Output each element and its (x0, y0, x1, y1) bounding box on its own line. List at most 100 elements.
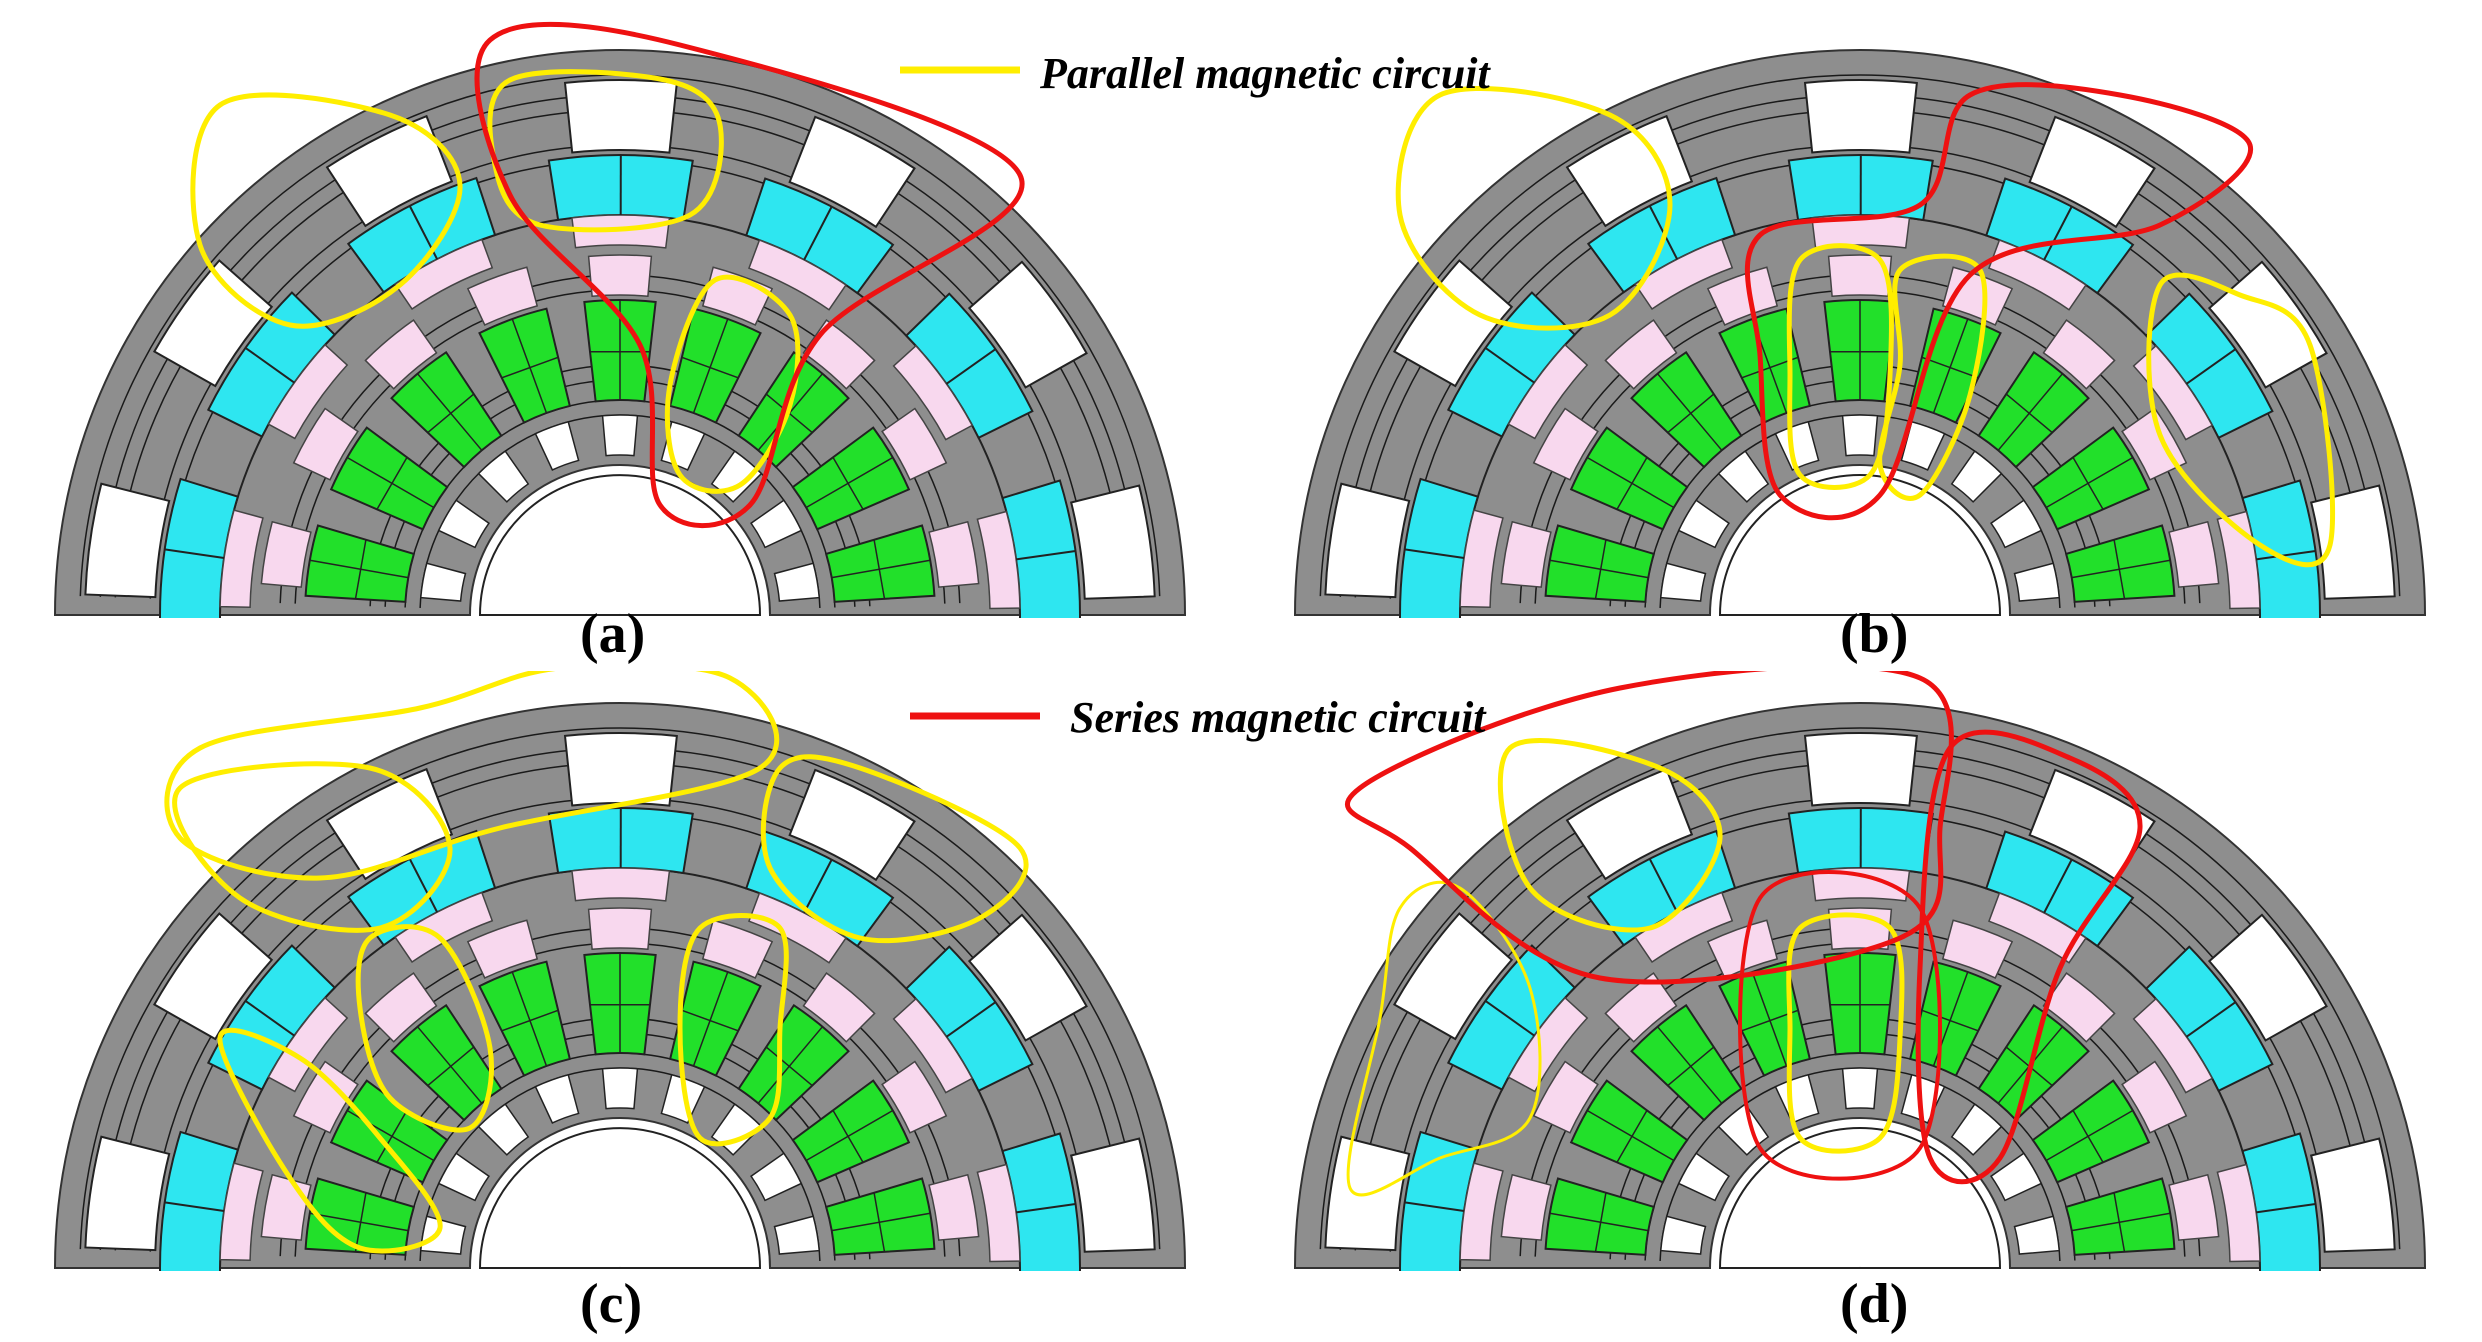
shaft-bore (478, 474, 762, 616)
magnet-divider (2255, 549, 2316, 561)
magnet-divider (408, 858, 439, 913)
coil-divider (346, 456, 435, 509)
inner-slot (419, 1215, 467, 1255)
pole-piece (892, 997, 974, 1094)
coil-divider (757, 1026, 824, 1104)
magnet-divider (2043, 206, 2073, 261)
inner-slot (1841, 1067, 1879, 1110)
coil-divider (765, 1046, 813, 1087)
coil-divider (831, 1212, 931, 1232)
parallel-loop (664, 274, 801, 494)
coil-divider (2072, 456, 2104, 510)
outer-slot (563, 79, 678, 154)
rotor-tooth (1500, 1173, 1552, 1241)
outer-slot (84, 1135, 171, 1252)
rotor-tooth (802, 972, 876, 1043)
outer-slot (1803, 79, 1918, 154)
outer-slot (1392, 259, 1514, 388)
series-loop (1915, 729, 2143, 1185)
rotor-tooth (928, 1173, 980, 1241)
winding-coil (478, 307, 572, 424)
outer-slot (967, 913, 1088, 1042)
inner-slot (601, 1067, 639, 1110)
coil-divider (416, 373, 483, 451)
panel-label-b: (b) (1840, 603, 1908, 665)
winding-coil (791, 426, 911, 531)
rotor-tooth (260, 520, 312, 588)
inner-slot (1677, 1152, 1730, 1202)
magnet-divider (1648, 858, 1679, 913)
outer-slot (967, 260, 1088, 389)
coil-divider (309, 559, 409, 579)
pole-piece (394, 238, 494, 311)
coil-divider (1656, 1026, 1723, 1104)
parallel-loop (355, 924, 494, 1133)
inner-slot (437, 1152, 490, 1202)
outer-slot (325, 114, 454, 228)
outer-slot (788, 115, 916, 229)
inner-slot (601, 414, 639, 457)
rotor-tooth (928, 520, 980, 588)
magnet-divider (1484, 347, 1535, 384)
inner-slot (437, 499, 490, 549)
coil-divider (2113, 539, 2126, 599)
coil-divider (1667, 1046, 1715, 1087)
winding-coil (2031, 1079, 2151, 1184)
rotor-tooth (1941, 266, 2014, 326)
rotor-tooth (1827, 254, 1893, 298)
inner-slot (1774, 420, 1820, 471)
inner-slot (1950, 1103, 2003, 1156)
inner-slot (1900, 1073, 1946, 1124)
parallel-loop (1877, 253, 1988, 501)
inner-slot (1841, 414, 1879, 457)
series-loop (1738, 870, 1943, 1181)
panel-b (1293, 49, 2427, 618)
inner-slot (2013, 1215, 2061, 1255)
shaft-bore (1718, 474, 2002, 616)
parallel-loop (1786, 243, 1895, 490)
outer-slot (84, 482, 171, 599)
pole-piece (1507, 343, 1589, 440)
series-loop (1744, 82, 2254, 521)
parallel-loop (677, 913, 789, 1147)
magnet-divider (803, 206, 833, 261)
coil-divider (805, 456, 894, 509)
inner-slot (773, 1215, 821, 1255)
rotor-tooth (1941, 919, 2014, 979)
coil-divider (501, 1009, 559, 1032)
pole-piece (1507, 996, 1589, 1093)
panel-c (53, 671, 1187, 1271)
pole-piece (2132, 344, 2214, 441)
coil-divider (416, 1026, 483, 1104)
magnet-divider (1015, 549, 1076, 561)
inner-slot (534, 420, 580, 471)
pole-piece (748, 239, 848, 311)
parallel-loop (1346, 880, 1542, 1197)
winding-coil (1630, 350, 1743, 469)
coil-divider (1751, 971, 1788, 1067)
outer-slot (2309, 1137, 2396, 1253)
magnet-divider (164, 548, 225, 559)
magnet-divider (1484, 1000, 1535, 1037)
magnet-divider (1404, 548, 1465, 559)
coil-divider (511, 971, 548, 1067)
magnet-divider (244, 1000, 295, 1037)
pole-piece (892, 344, 974, 441)
rotor-tooth (587, 907, 653, 951)
coil-divider (309, 1212, 409, 1232)
inner-slot (1900, 420, 1946, 471)
inner-slot (1677, 499, 1730, 549)
coil-divider (1921, 356, 1979, 379)
pole-piece (1634, 238, 1734, 311)
parallel-loop (1497, 738, 1723, 933)
rotor-tooth (881, 407, 948, 481)
inner-slot (1717, 450, 1770, 503)
coil-divider (1549, 1212, 1649, 1232)
magnet-divider (2255, 1202, 2316, 1214)
flux-line (1319, 74, 2401, 597)
parallel-loop (164, 671, 780, 881)
panel-label-a: (a) (580, 603, 645, 665)
pole-piece (1811, 867, 1911, 902)
coil-divider (2113, 1192, 2126, 1252)
coil-divider (427, 393, 475, 434)
